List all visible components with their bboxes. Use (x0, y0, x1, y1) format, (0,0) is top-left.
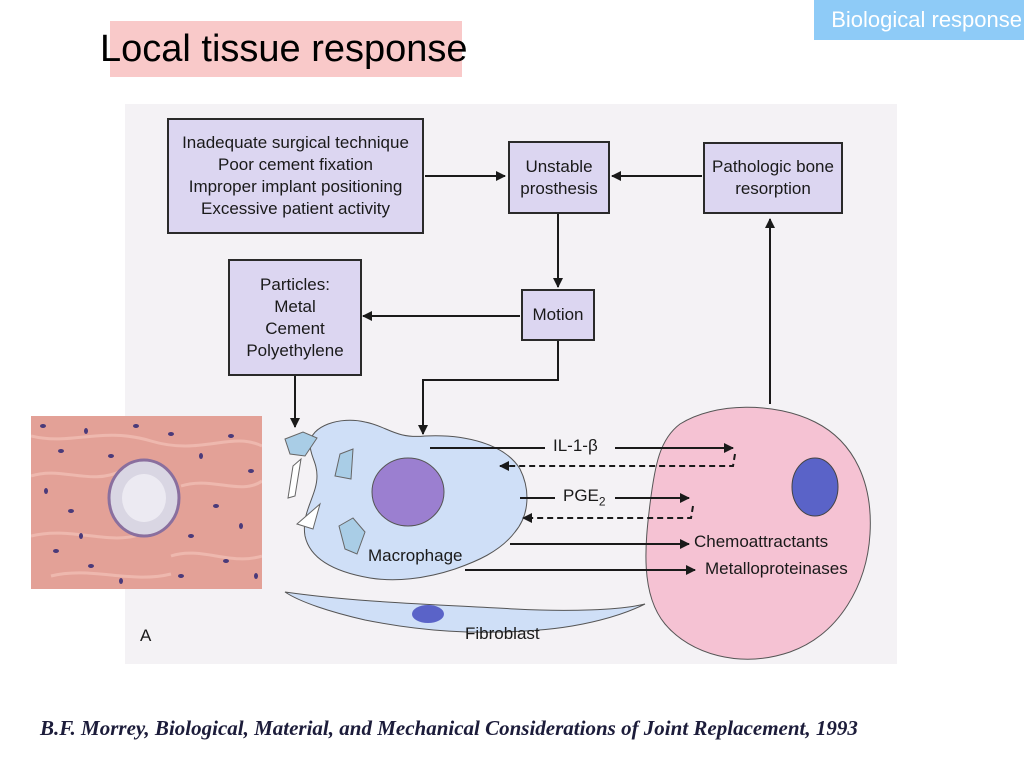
unstable-prosthesis-box: Unstable prosthesis (508, 141, 610, 214)
pge-subscript: 2 (598, 494, 606, 509)
ingested-particle (338, 517, 366, 555)
citation: B.F. Morrey, Biological, Material, and M… (40, 716, 858, 740)
particles-box: Particles: Metal Cement Polyethylene (228, 259, 362, 376)
ingested-particle (334, 448, 354, 480)
macrophage-label: Macrophage (368, 546, 463, 565)
giant-cell-center (122, 474, 166, 522)
panel-letter: A (140, 626, 152, 645)
bone-resorption-box: Pathologic bone resorption (703, 142, 843, 214)
free-particle (287, 457, 302, 499)
cause-item: Inadequate surgical technique (182, 133, 409, 152)
unstable-line-2: prosthesis (520, 178, 598, 198)
micrograph-graphic (31, 416, 262, 589)
particles-line: Metal (274, 296, 316, 316)
motion-label: Motion (532, 305, 584, 324)
free-particle (295, 502, 321, 530)
resorption-line-2: resorption (735, 179, 811, 198)
diagram-graphics (284, 171, 871, 660)
causes-box: Inadequate surgical technique Poor cemen… (167, 118, 424, 234)
cause-item: Improper implant positioning (188, 177, 403, 196)
resorption-line-1: Pathologic bone (712, 157, 834, 176)
fibroblast-label: Fibroblast (465, 624, 540, 643)
cause-item: Poor cement fixation (218, 155, 373, 174)
section-tag: Biological response (814, 0, 1024, 40)
arrow-il1-return (499, 453, 736, 471)
fibroblast-nucleus (412, 605, 444, 623)
particles-line: Particles: (260, 274, 330, 294)
cause-item: Excessive patient activity (201, 199, 390, 218)
particles-line: Polyethylene (246, 340, 344, 360)
arrow-motion-to-macrophage (418, 341, 559, 435)
slide-title: Local tissue response (100, 21, 468, 77)
il1-beta-label: IL-1-β (553, 436, 598, 455)
particles-line: Cement (265, 318, 325, 338)
unstable-line-1: Unstable (525, 156, 593, 176)
chemoattractants-label: Chemoattractants (694, 532, 829, 551)
free-particle (284, 431, 318, 457)
pge-text: PGE (563, 486, 599, 505)
tissue-fibers (31, 433, 262, 579)
arrow-pge2-return (522, 505, 694, 523)
histology-micrograph (31, 416, 262, 589)
fibroblast-cell (284, 591, 646, 633)
pge2-label: PGE2 (563, 486, 606, 511)
osteoclast-nucleus (791, 457, 839, 517)
cell-nuclei (40, 424, 258, 584)
motion-box: Motion (521, 289, 595, 341)
metalloproteinases-label: Metalloproteinases (705, 559, 848, 578)
slide-title-text: Local tissue response (100, 28, 468, 70)
macrophage-nucleus (371, 457, 445, 527)
